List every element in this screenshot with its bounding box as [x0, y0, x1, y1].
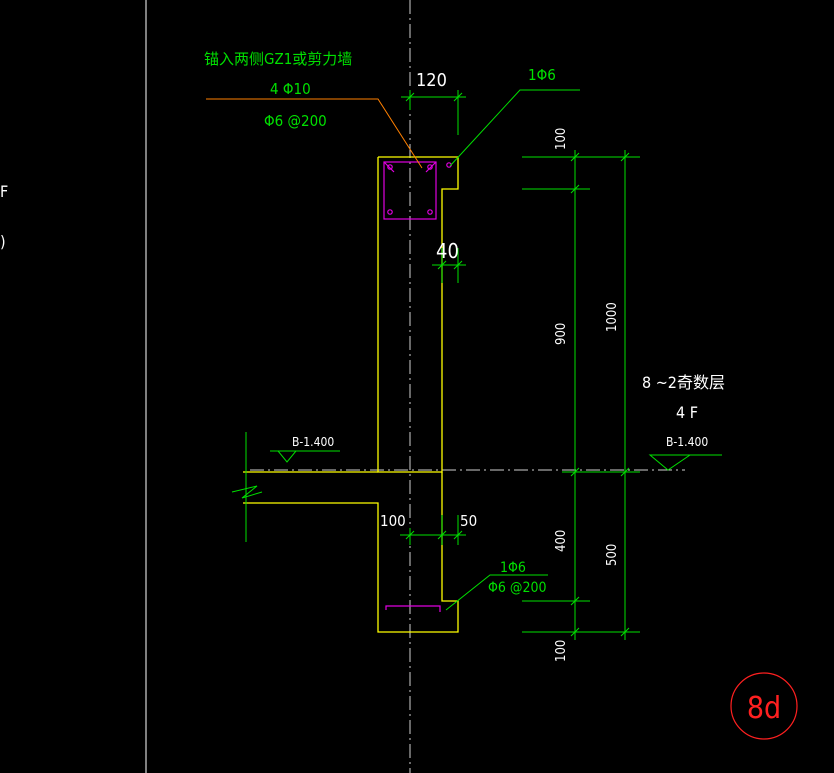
dim-900: 900 — [554, 323, 569, 345]
level-right: B-1.400 — [666, 435, 708, 449]
dim-400: 400 — [554, 530, 569, 552]
break-symbol — [231, 432, 263, 542]
top-note-line3: Φ6 @200 — [264, 112, 327, 130]
tie-label-top: 1Φ6 — [528, 66, 556, 84]
detail-tag-circle — [730, 672, 798, 740]
left-fragment-2: ) — [0, 232, 6, 251]
bottom-note-line2: Φ6 @200 — [488, 580, 547, 596]
floor-note-line2: 4 F — [676, 403, 698, 422]
dim-1000: 1000 — [605, 302, 620, 332]
dim-100-top: 100 — [554, 128, 569, 150]
note-leader — [206, 98, 423, 169]
dimension-lines — [270, 89, 722, 640]
dim-100-bottom-width: 100 — [380, 512, 406, 530]
dim-40: 40 — [436, 239, 459, 263]
dim-100-bottom: 100 — [554, 640, 569, 662]
left-fragment-1: F — [0, 182, 8, 201]
top-rebar-cage — [383, 161, 452, 220]
concrete-section — [243, 156, 459, 633]
top-note-line1: 锚入两侧GZ1或剪力墙 — [204, 50, 352, 68]
bottom-note-line1: 1Φ6 — [500, 560, 526, 576]
top-note-line2: 4 Φ10 — [270, 80, 311, 98]
level-left: B-1.400 — [292, 435, 334, 449]
bottom-rebar — [385, 605, 441, 612]
dim-50: 50 — [460, 512, 477, 530]
detail-tag-label: 8d — [747, 691, 781, 726]
dim-500: 500 — [605, 544, 620, 566]
dim-120: 120 — [416, 70, 447, 91]
floor-note-line1: 8 ~2奇数层 — [642, 373, 725, 392]
